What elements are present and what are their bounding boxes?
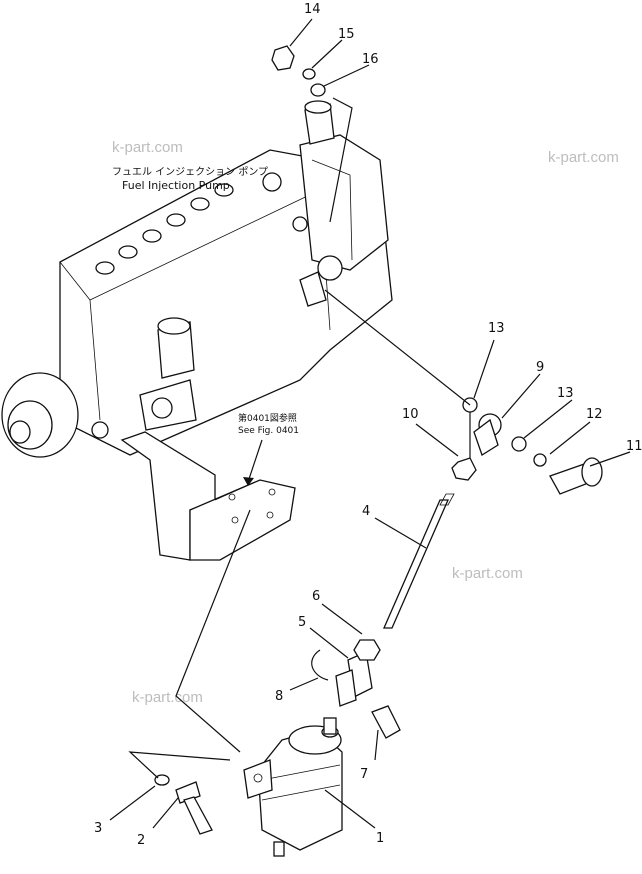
callout-leaders	[109, 18, 631, 829]
callout-8: 8	[275, 689, 283, 704]
rod	[383, 499, 449, 629]
callout-14: 14	[304, 2, 321, 17]
callout-9: 9	[536, 360, 544, 375]
ball-joint	[473, 413, 502, 456]
callout-3: 3	[94, 821, 102, 836]
watermark: k-part.com	[452, 565, 523, 582]
bolt	[175, 781, 213, 835]
watermark: k-part.com	[132, 689, 203, 706]
callout-2: 2	[137, 833, 145, 848]
fuel-injection-pump	[1, 100, 393, 458]
washer	[154, 774, 170, 786]
bolt	[371, 705, 401, 739]
watermark: k-part.com	[548, 149, 619, 166]
nut	[451, 457, 477, 481]
washer	[310, 83, 326, 97]
washer	[533, 453, 547, 467]
assembly-lines	[128, 97, 471, 779]
callout-12: 12	[586, 407, 603, 422]
nut	[353, 639, 381, 661]
see-fig-en: See Fig. 0401	[238, 426, 299, 436]
nut	[511, 436, 527, 452]
bracket	[120, 431, 296, 561]
callout-15: 15	[338, 27, 355, 42]
pump-label-en: Fuel Injection Pump	[122, 179, 230, 192]
see-fig-jp: 第0401図参照	[238, 412, 297, 424]
callout-4: 4	[362, 504, 370, 519]
watermark: k-part.com	[112, 139, 183, 156]
callout-7: 7	[360, 767, 368, 782]
see-fig-arrowhead	[243, 477, 254, 486]
callout-16: 16	[362, 52, 379, 67]
callout-6: 6	[312, 589, 320, 604]
callout-13: 13	[488, 321, 505, 336]
pump-label-jp: フュエル インジェクション ポンプ	[112, 166, 268, 178]
callout-1: 1	[376, 831, 384, 846]
callout-13: 13	[557, 386, 574, 401]
spring-washer	[302, 68, 316, 80]
callout-11: 11	[626, 439, 642, 454]
callout-10: 10	[402, 407, 419, 422]
nut	[271, 45, 295, 71]
callout-5: 5	[298, 615, 306, 630]
spring-pin	[311, 649, 329, 681]
see-fig-arrow	[247, 439, 263, 483]
fuel-cut-solenoid	[243, 717, 343, 857]
